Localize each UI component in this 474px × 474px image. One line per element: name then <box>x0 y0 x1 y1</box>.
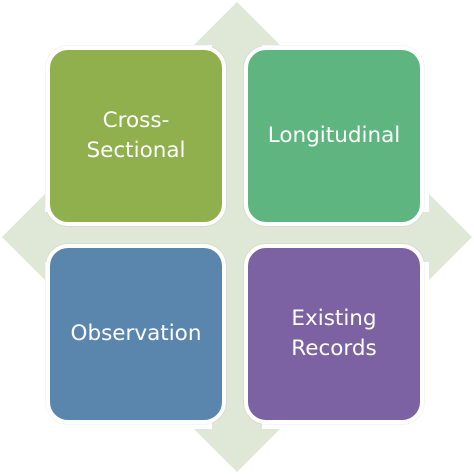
tile-label-cross-sectional: Cross- Sectional <box>86 108 186 163</box>
tile-existing-records: Existing Records <box>244 244 424 424</box>
tile-label-longitudinal: Longitudinal <box>267 123 401 148</box>
tile-longitudinal: Longitudinal <box>244 46 424 226</box>
tile-label-observation: Observation <box>70 321 202 346</box>
tile-label-existing-records: Existing Records <box>291 306 377 361</box>
tile-cross-sectional: Cross- Sectional <box>46 46 226 226</box>
tile-observation: Observation <box>46 244 226 424</box>
